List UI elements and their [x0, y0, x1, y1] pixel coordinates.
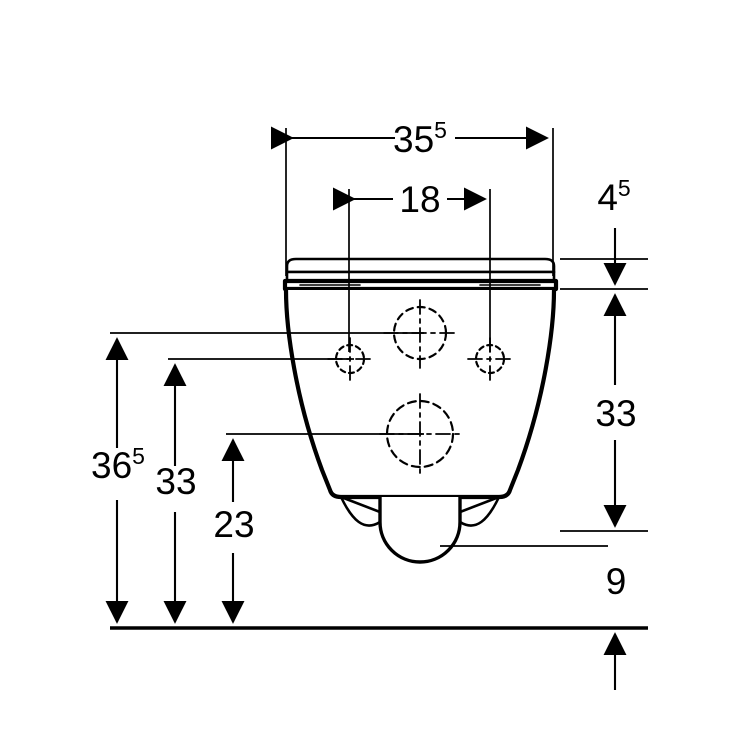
- dimension-height-upper-hole: [105, 332, 424, 624]
- dimension-height-lower-hole: [221, 433, 424, 624]
- dim-label-height-small-holes: 33: [155, 461, 196, 502]
- lid-top-band: [285, 257, 556, 274]
- outlet-flare-left: [339, 495, 382, 514]
- outlet-bowl: [378, 495, 462, 564]
- seat-lower-band: [282, 278, 559, 292]
- outlet-fillet-right: [458, 495, 501, 527]
- dim-label-height-upper-hole: 365: [91, 443, 145, 486]
- outlet-fillet-left: [339, 495, 382, 527]
- dimension-seat-thickness: [560, 228, 648, 290]
- dimension-hole-spacing: [332, 187, 491, 352]
- outlet-flare-right: [458, 495, 501, 514]
- dim-label-height-lower-hole: 23: [213, 504, 254, 545]
- toilet-object: [282, 257, 559, 564]
- dimension-height-small-holes: [163, 358, 354, 624]
- dim-label-width-overall: 355: [393, 117, 447, 160]
- dim-label-seat-thickness: 45: [597, 175, 630, 218]
- dim-label-floor-clearance: 9: [606, 561, 627, 602]
- seat-lid-assembly: [282, 257, 559, 292]
- dimension-width-overall: [270, 126, 554, 276]
- dim-label-body-height: 33: [595, 393, 636, 434]
- dimension-body-height: [560, 293, 648, 532]
- dim-label-hole-spacing: 18: [399, 179, 440, 220]
